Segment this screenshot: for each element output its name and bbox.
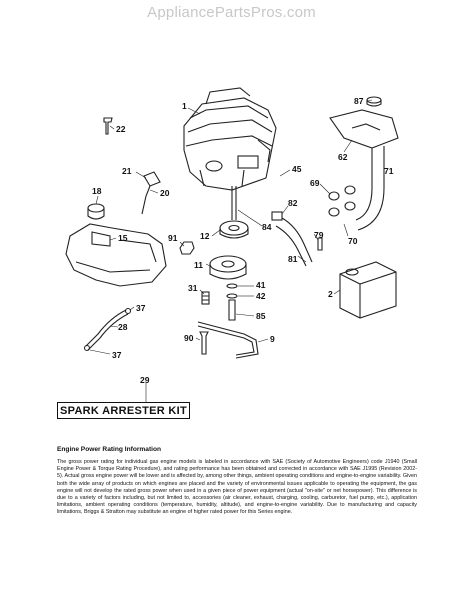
rating-body: The gross power rating for individual ga… bbox=[57, 459, 417, 516]
callout-18: 18 bbox=[92, 186, 102, 196]
watermark: AppliancePartsPros.com bbox=[147, 4, 316, 21]
spring-part bbox=[201, 291, 210, 305]
fuel-cap-part bbox=[87, 203, 105, 220]
callout-37-top: 37 bbox=[136, 303, 146, 313]
heat-shield-part bbox=[329, 109, 399, 149]
engine-power-rating-section: Engine Power Rating Information The gros… bbox=[57, 446, 417, 517]
callout-81: 81 bbox=[288, 254, 298, 264]
callout-82: 82 bbox=[288, 198, 298, 208]
bolt-part bbox=[199, 331, 209, 355]
callout-9: 9 bbox=[270, 334, 275, 344]
kit-callout-29: 29 bbox=[140, 375, 150, 385]
callout-91: 91 bbox=[168, 233, 178, 243]
callout-42: 42 bbox=[256, 291, 266, 301]
bracket-part bbox=[141, 171, 161, 215]
rod-part bbox=[197, 321, 259, 359]
callout-2: 2 bbox=[328, 289, 333, 299]
callout-28: 28 bbox=[118, 322, 128, 332]
callout-41: 41 bbox=[256, 280, 266, 290]
callout-21: 21 bbox=[122, 166, 132, 176]
callout-87: 87 bbox=[354, 96, 364, 106]
bolt-part bbox=[103, 117, 113, 135]
callout-15: 15 bbox=[118, 233, 128, 243]
engine-part bbox=[183, 87, 277, 191]
rating-title: Engine Power Rating Information bbox=[57, 446, 162, 453]
callout-71: 71 bbox=[384, 166, 394, 176]
callout-31: 31 bbox=[188, 283, 198, 293]
callout-85: 85 bbox=[256, 311, 266, 321]
shaft-part bbox=[231, 186, 237, 220]
spark-arrester-kit-box: SPARK ARRESTER KIT bbox=[57, 402, 190, 419]
pulley-part bbox=[219, 220, 249, 239]
callout-12: 12 bbox=[200, 231, 210, 241]
screw-part bbox=[317, 237, 323, 251]
clutch-part bbox=[209, 255, 247, 280]
callout-11: 11 bbox=[194, 260, 203, 270]
callout-1: 1 bbox=[182, 101, 187, 111]
exhaust-pipe-part bbox=[355, 146, 385, 231]
callout-90: 90 bbox=[184, 333, 194, 343]
leader-lines bbox=[89, 99, 385, 402]
callout-69: 69 bbox=[310, 178, 320, 188]
fuel-tank-part bbox=[65, 223, 167, 287]
washer-part bbox=[226, 283, 238, 299]
callout-79: 79 bbox=[314, 230, 324, 240]
callout-22: 22 bbox=[116, 124, 126, 134]
spark-arrester-kit-label: SPARK ARRESTER KIT bbox=[59, 404, 188, 417]
callout-70: 70 bbox=[348, 236, 358, 246]
hose-part bbox=[271, 211, 313, 267]
fuel-line-part bbox=[83, 307, 132, 352]
callout-45: 45 bbox=[292, 164, 302, 174]
bolt-part bbox=[228, 299, 236, 321]
callout-37-bottom: 37 bbox=[112, 350, 122, 360]
nut-part bbox=[179, 241, 195, 255]
muffler-part bbox=[339, 261, 397, 319]
callout-labels: 1 87 22 62 21 20 45 71 18 69 82 15 91 12… bbox=[92, 96, 394, 360]
cap-part bbox=[366, 96, 382, 107]
callout-62: 62 bbox=[338, 152, 348, 162]
callout-84: 84 bbox=[262, 222, 272, 232]
clamp-part bbox=[328, 185, 356, 217]
callout-20: 20 bbox=[160, 188, 170, 198]
